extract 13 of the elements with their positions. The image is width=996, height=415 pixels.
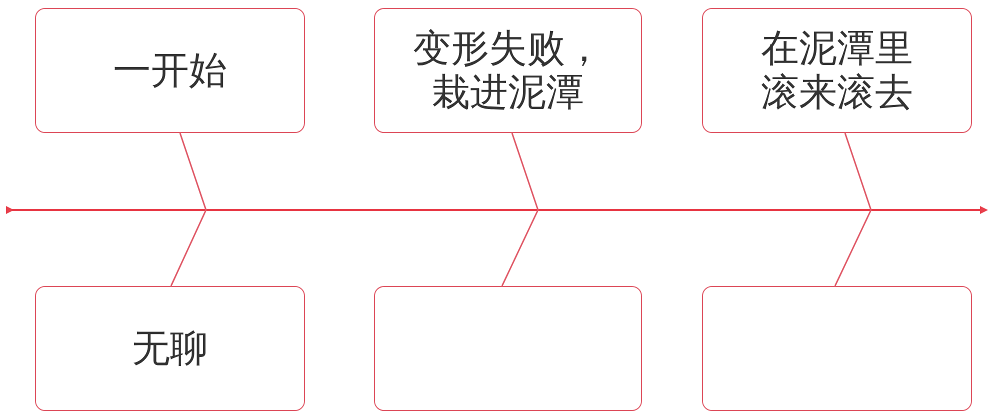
event-box [702, 286, 972, 411]
event-box [35, 286, 305, 411]
event-box [374, 8, 642, 133]
event-box [702, 8, 972, 133]
event-text: 一开始 [113, 48, 227, 92]
event-text: 在泥潭里滚来滚去 [760, 26, 914, 114]
event-box [35, 8, 305, 133]
event-text: 变形失败，栽进泥潭 [412, 26, 604, 114]
connector-line [170, 132, 207, 286]
event-box [374, 286, 642, 411]
event-text: 无聊 [132, 326, 208, 370]
connector-line [501, 132, 539, 286]
connector-line [834, 132, 872, 286]
